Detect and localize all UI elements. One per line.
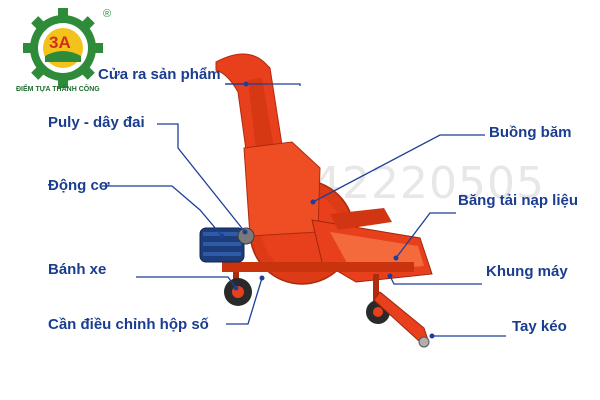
label-wheel: Bánh xe [48,261,107,278]
machine-frame [222,262,414,272]
leader-frame [389,275,482,285]
logo-registered-mark: ® [103,8,112,20]
pulley [237,227,255,245]
label-gear-lever: Cần điều chỉnh hộp số [48,316,209,333]
label-outlet: Cửa ra sản phẩm [98,66,221,83]
outlet-chute [215,53,283,151]
brand-logo: 3A ® ĐIỂM TỰA THÀNH CÔNG [8,6,118,96]
logo-badge-text: 3A [49,33,71,52]
label-frame: Khung máy [486,263,568,280]
label-chamber: Buồng băm [489,124,572,141]
label-tow-bar: Tay kéo [512,318,567,335]
leader-pulley [157,123,246,233]
leader-wheel [136,276,237,289]
leader-motor [102,185,223,237]
label-feed-conveyor: Băng tải nạp liệu [458,192,579,209]
leader-outlet [225,83,301,86]
leader-gear-lever [226,277,263,325]
chamber-housing [243,141,321,237]
leader-feed [395,212,456,259]
label-motor: Động cơ [48,177,110,194]
logo-tagline: ĐIỂM TỰA THÀNH CÔNG [16,86,100,93]
leader-chamber [312,134,485,203]
gear-logo-icon [23,8,103,88]
label-pulley: Puly - dây đai [48,114,145,131]
